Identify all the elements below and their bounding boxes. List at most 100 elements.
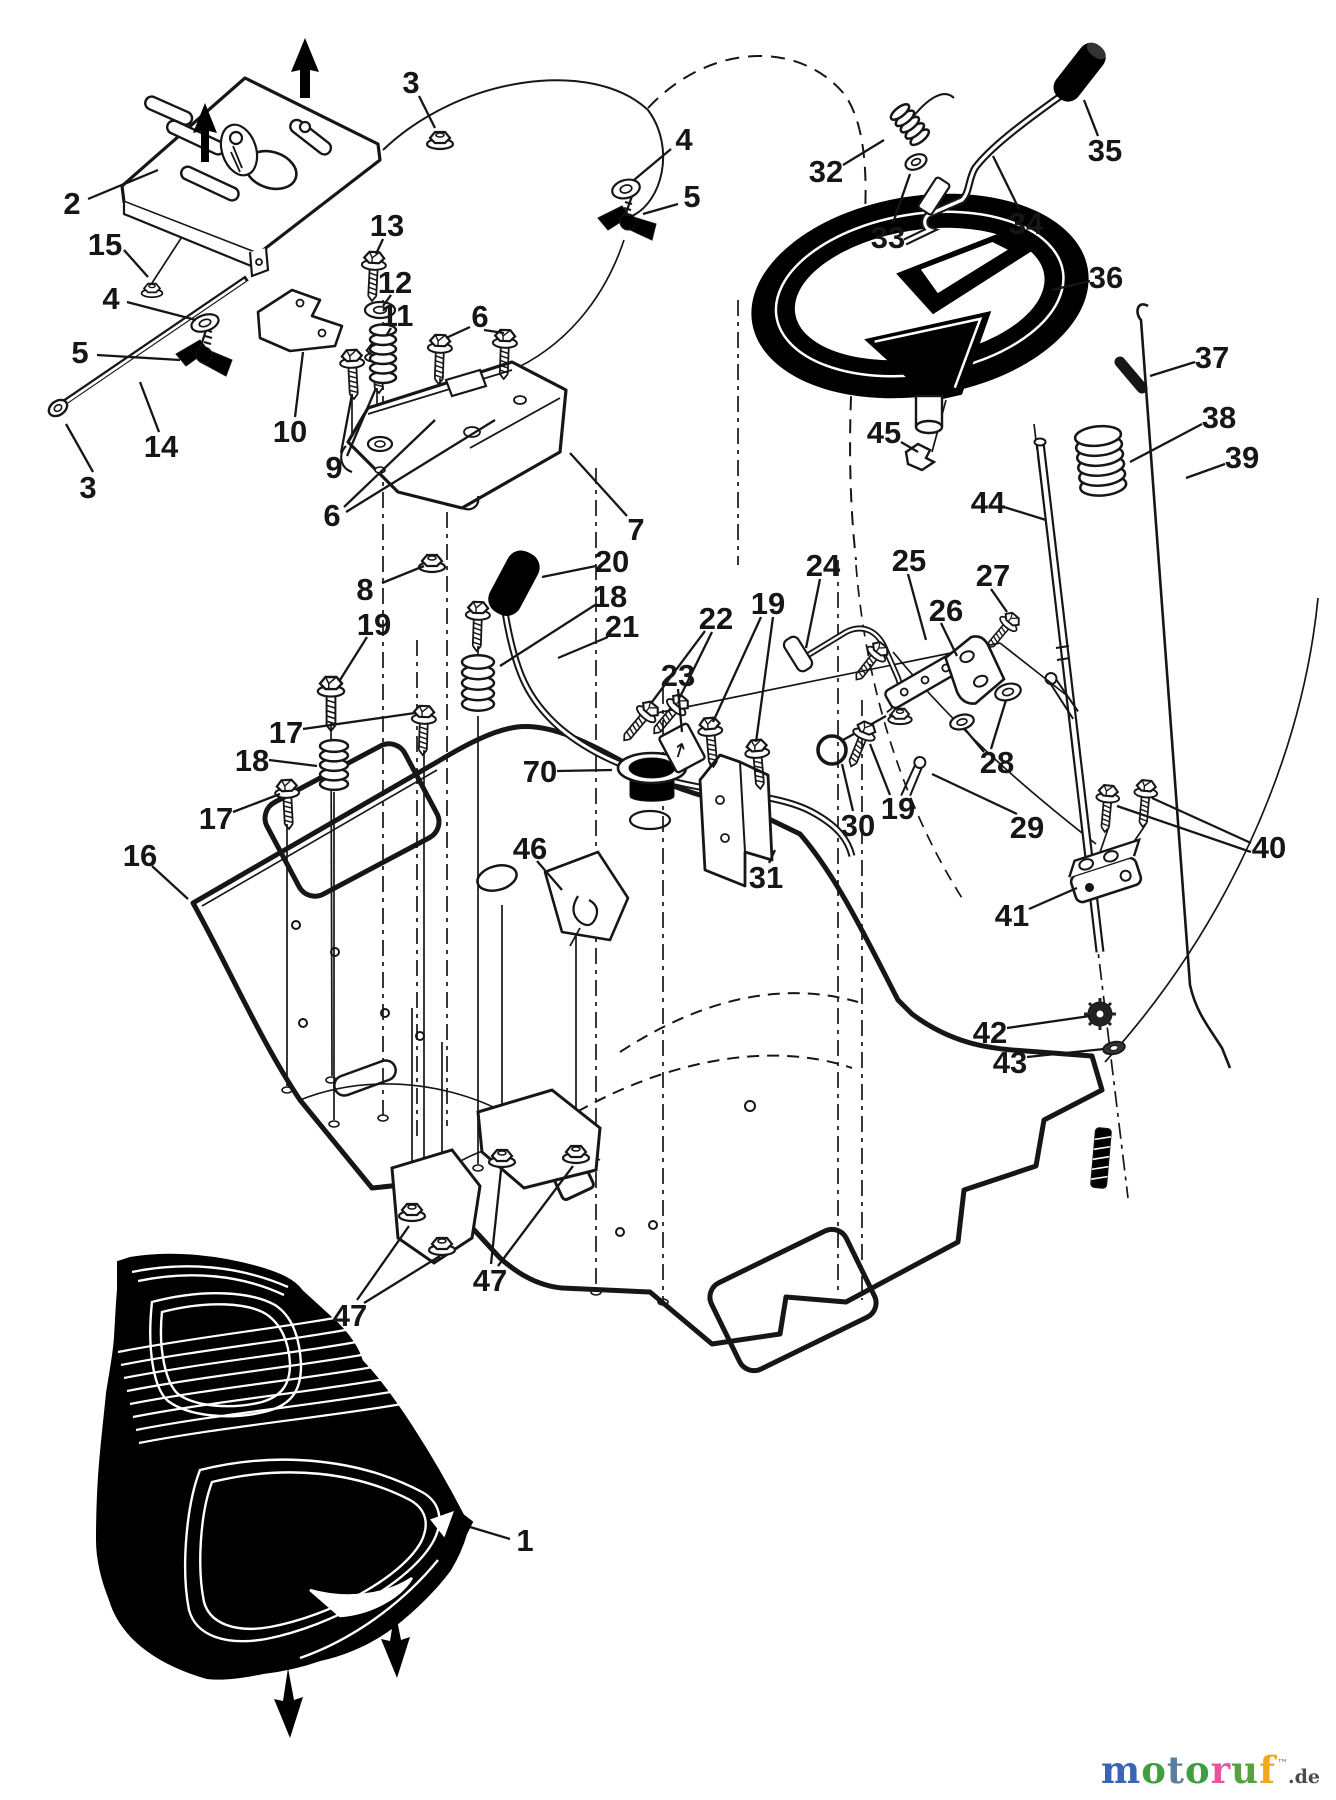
hex-bolt — [316, 675, 346, 733]
leader-line — [541, 564, 597, 579]
hex-bolt — [426, 333, 453, 386]
lift-lever-and-grip — [488, 550, 856, 857]
direction-arrows — [193, 38, 410, 1738]
logo-letter: u — [1231, 1748, 1260, 1792]
hex-bolt — [697, 716, 724, 769]
wing-knob-right — [597, 195, 657, 241]
part-label-20: 20 — [595, 544, 629, 579]
seat — [95, 1253, 474, 1680]
leader-line — [64, 423, 95, 473]
leader-line — [232, 792, 281, 814]
part-label-12: 12 — [378, 265, 412, 300]
seat-rib — [135, 1388, 403, 1432]
part-label-5: 5 — [683, 179, 700, 214]
seat-pan-brac­ket — [120, 76, 382, 278]
leader-line — [1185, 462, 1226, 480]
part-label-13: 13 — [370, 208, 404, 243]
hex-bolt — [360, 250, 387, 303]
part-label-70: 70 — [523, 754, 557, 789]
steering-wheel — [751, 193, 1089, 435]
part-label-8: 8 — [356, 572, 373, 607]
leader-line — [642, 202, 679, 216]
logo-letter: r — [1210, 1748, 1232, 1792]
logo-letter: f — [1259, 1748, 1276, 1792]
part-label-35: 35 — [1088, 133, 1122, 168]
seat-rib — [123, 1336, 379, 1380]
part-label-27: 27 — [976, 558, 1010, 593]
washer — [611, 178, 641, 200]
wing-knobs — [175, 195, 657, 377]
star-washer — [1084, 998, 1116, 1030]
part-label-46: 46 — [513, 831, 547, 866]
hex-bolt — [339, 348, 366, 401]
leader-line — [489, 1169, 503, 1265]
logo-trademark: ™ — [1277, 1757, 1288, 1770]
leader-line — [1082, 99, 1100, 137]
leader-line — [126, 300, 197, 322]
leader-line — [268, 758, 318, 768]
logo-tld: .de — [1288, 1766, 1320, 1788]
leader-line — [868, 743, 892, 796]
logo-letter: m — [1101, 1748, 1142, 1792]
hardware-layer — [140, 103, 1159, 1257]
leader-line — [1006, 1014, 1091, 1030]
leader-line — [931, 772, 1018, 816]
hex-bolt — [855, 641, 889, 681]
spring-tail — [911, 93, 955, 119]
logo-letter: o — [1141, 1748, 1167, 1792]
part-label-34: 34 — [1009, 206, 1044, 241]
retainer-clip — [904, 442, 937, 472]
part-label-3: 3 — [79, 470, 96, 505]
leader-line — [302, 711, 416, 731]
flange-nut — [887, 707, 913, 726]
leader-line — [417, 95, 437, 129]
part-label-7: 7 — [627, 512, 644, 547]
lift-linkage-cluster — [658, 625, 1006, 888]
arrow-up-icon — [193, 103, 217, 162]
leader-line — [767, 849, 777, 864]
leader-line — [633, 148, 672, 181]
adjustment-rod — [47, 275, 249, 418]
leader-line — [842, 139, 885, 166]
part-label-43: 43 — [993, 1045, 1027, 1080]
part-label-42: 42 — [973, 1015, 1007, 1050]
coil-spring — [889, 103, 931, 147]
seat-rib — [129, 1362, 391, 1406]
leader-line — [1151, 796, 1252, 845]
retainer-flap — [543, 850, 630, 947]
leader-line — [382, 294, 392, 307]
leader-line — [343, 419, 436, 508]
coil-spring — [1073, 424, 1128, 497]
arrow-down-icon — [381, 1610, 410, 1678]
leader-line — [569, 452, 628, 517]
part-label-30: 30 — [841, 808, 875, 843]
leader-line — [678, 631, 714, 698]
coil-spring — [460, 654, 496, 712]
leader-line — [138, 381, 161, 433]
handle-grip — [1053, 42, 1106, 102]
part-label-11: 11 — [381, 298, 414, 333]
seat-rib — [132, 1375, 397, 1419]
part-label-10: 10 — [273, 414, 307, 449]
part-label-1: 1 — [516, 1523, 533, 1558]
part-label-37: 37 — [1195, 340, 1229, 375]
part-label-3: 3 — [402, 65, 419, 100]
flange-nut — [417, 553, 447, 574]
hex-bolt — [1095, 784, 1121, 834]
leader-line — [963, 727, 985, 753]
leader-line — [345, 387, 378, 457]
leader-line — [469, 1525, 511, 1541]
steering-column-parts — [1033, 303, 1232, 1189]
flange-nut — [427, 1236, 457, 1257]
hex-bolt — [410, 704, 437, 757]
wing-knob-left — [175, 328, 233, 377]
logo-letter: t — [1166, 1748, 1185, 1792]
leader-line — [356, 1225, 410, 1301]
hex-bolt — [274, 778, 301, 831]
part-label-28: 28 — [980, 745, 1014, 780]
part-label-31: 31 — [749, 860, 783, 895]
leader-line — [1149, 360, 1196, 378]
